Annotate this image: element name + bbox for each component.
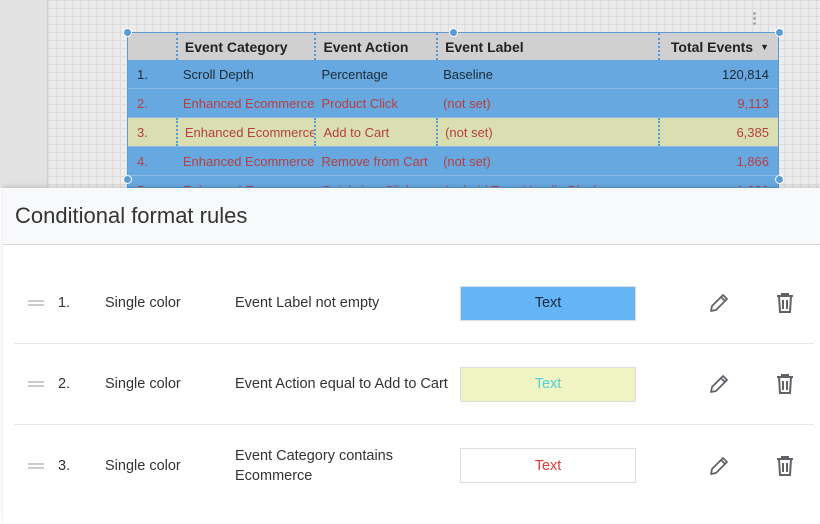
header-total-events[interactable]: Total Events ▼	[658, 33, 778, 60]
trash-icon[interactable]	[774, 291, 796, 315]
drag-handle-icon[interactable]	[28, 300, 44, 306]
cell-category: Enhanced Ecommerce	[182, 95, 315, 111]
rule-number: 1.	[58, 295, 71, 311]
cell-label: (not set)	[436, 118, 658, 146]
cell-total: 6,385	[658, 118, 778, 146]
resize-handle[interactable]	[123, 28, 132, 37]
panel-title: Conditional format rules	[3, 188, 820, 245]
header-event-action[interactable]: Event Action	[314, 33, 436, 60]
format-rule[interactable]: 2. Single color Event Action equal to Ad…	[14, 344, 814, 425]
cell-idx: 2.	[137, 95, 148, 111]
trash-icon[interactable]	[774, 372, 796, 396]
rule-type: Single color	[105, 295, 181, 311]
cell-label: Android Tone Hoodie Black	[436, 176, 658, 188]
resize-handle[interactable]	[449, 28, 458, 37]
style-preview: Text	[460, 285, 636, 321]
more-options-icon[interactable]	[753, 11, 756, 25]
header-event-category[interactable]: Event Category	[175, 33, 315, 60]
cell-label: (not set)	[443, 153, 491, 169]
cell-action: Percentage	[321, 66, 388, 82]
table-row[interactable]: 2. Enhanced Ecommerce Product Click (not se…	[128, 89, 778, 118]
table-row[interactable]: 5.Enhanced EcommerceQuickview ClickAndro…	[128, 176, 778, 188]
data-table[interactable]: Event Category Event Action Event Label …	[127, 32, 779, 188]
header-event-label[interactable]: Event Label	[436, 33, 658, 60]
rule-condition: Event Action equal to Add to Cart	[235, 376, 448, 392]
table-row[interactable]: 4. Enhanced Ecommerce Remove from Cart (not…	[128, 147, 778, 176]
cell-category: Enhanced Ecommerce	[175, 118, 314, 146]
cell-total: 1,866	[736, 153, 769, 169]
format-rule[interactable]: 1. Single color Event Label not empty Te…	[14, 263, 814, 344]
format-rule[interactable]: 3. Single color Event Category contains …	[14, 425, 814, 506]
rule-type: Single color	[105, 457, 181, 474]
style-preview: Text	[460, 366, 636, 402]
cell-idx: 3.	[137, 124, 148, 140]
caret-down-icon: ▼	[760, 41, 769, 52]
cell-label: (not set)	[443, 95, 491, 111]
pencil-icon[interactable]	[707, 372, 731, 396]
trash-icon[interactable]	[774, 454, 796, 478]
conditional-format-panel: Conditional format rules 1. Single color…	[3, 188, 820, 524]
rule-condition: Event Category contains Ecommerce	[235, 447, 393, 484]
pencil-icon[interactable]	[707, 454, 731, 478]
cell-idx: 4.	[137, 153, 148, 169]
cell-action: Add to Cart	[314, 118, 436, 146]
cell-total: 9,113	[737, 95, 769, 111]
report-canvas: Event Category Event Action Event Label …	[0, 0, 820, 188]
drag-handle-icon[interactable]	[28, 462, 44, 469]
header-total-events-label: Total Events	[670, 38, 754, 55]
drag-handle-icon[interactable]	[28, 381, 44, 387]
table-header: Event Category Event Action Event Label …	[128, 33, 778, 60]
table-row[interactable]: 1. Scroll Depth Percentage Baseline 120,814	[128, 60, 778, 89]
resize-handle[interactable]	[775, 28, 784, 37]
cell-category: Enhanced Ecommerce	[182, 153, 315, 169]
resize-handle[interactable]	[775, 175, 784, 184]
cell-action: Quickview Click	[314, 176, 436, 188]
cell-action: Remove from Cart	[321, 153, 428, 169]
cell-label: Baseline	[443, 66, 493, 82]
cell-action: Product Click	[321, 95, 399, 111]
cell-category: Enhanced Ecommerce	[176, 176, 315, 188]
cell-idx: 1.	[137, 66, 148, 82]
header-index	[128, 33, 176, 60]
style-preview: Text	[460, 448, 636, 483]
canvas-margin	[0, 0, 48, 188]
rule-number: 2.	[58, 376, 71, 392]
cell-total: 1,320	[658, 176, 778, 188]
cell-total: 120,814	[722, 66, 769, 82]
cell-idx: 5.	[128, 176, 176, 188]
resize-handle[interactable]	[123, 175, 132, 184]
rule-type: Single color	[105, 376, 181, 392]
cell-category: Scroll Depth	[182, 66, 254, 82]
pencil-icon[interactable]	[707, 291, 731, 315]
rule-condition: Event Label not empty	[235, 295, 380, 311]
rule-number: 3.	[58, 457, 71, 474]
